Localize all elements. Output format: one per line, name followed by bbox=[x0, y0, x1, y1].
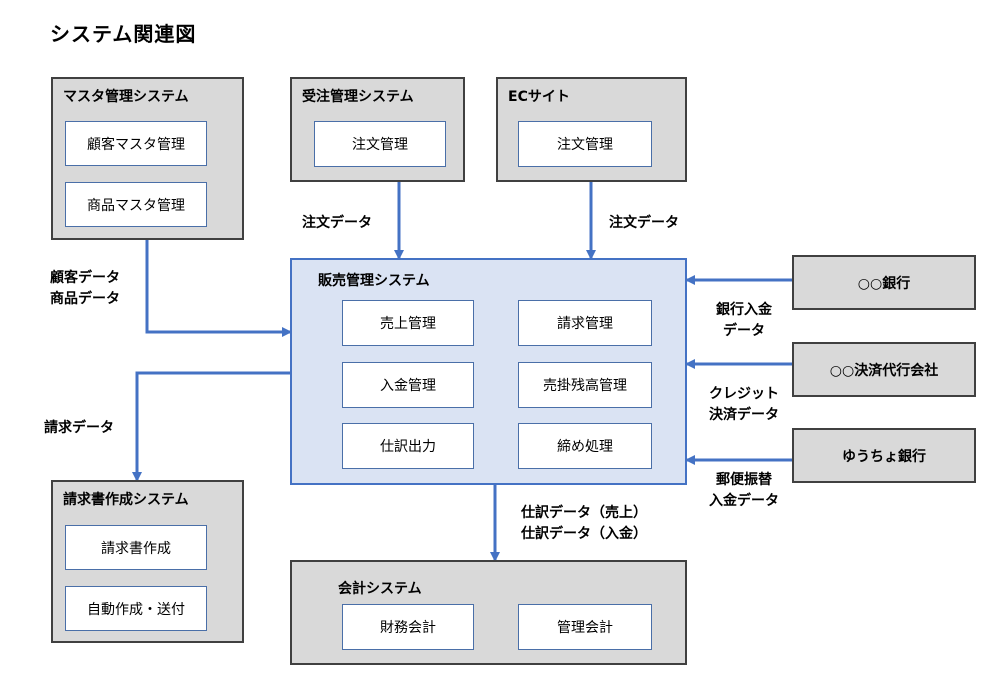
invoice-system-title: 請求書作成システム bbox=[63, 492, 189, 508]
label-product-data: 商品データ bbox=[50, 291, 120, 307]
arrow-sales-to-invoice bbox=[132, 371, 290, 482]
sales-module: 売上管理 bbox=[342, 300, 474, 346]
label-order-data-1: 注文データ bbox=[302, 215, 372, 231]
ec-site-order-module: 注文管理 bbox=[518, 121, 652, 167]
deposit-module: 入金管理 bbox=[342, 362, 474, 408]
label-customer-product-data: 顧客データ 商品データ bbox=[50, 268, 120, 310]
label-customer-data: 顧客データ bbox=[50, 270, 120, 286]
auto-create-send-module: 自動作成・送付 bbox=[65, 586, 207, 631]
label-credit-line1: クレジット bbox=[709, 386, 779, 402]
bank1-box: ○○銀行 bbox=[792, 255, 976, 310]
sales-system-title: 販売管理システム bbox=[318, 273, 430, 289]
sales-system: 販売管理システム 売上管理 請求管理 入金管理 売掛残高管理 仕訳出力 締め処理 bbox=[290, 258, 687, 485]
order-system-title: 受注管理システム bbox=[302, 89, 414, 105]
journal-output-module: 仕訳出力 bbox=[342, 423, 474, 469]
order-system: 受注管理システム 注文管理 bbox=[290, 77, 465, 182]
label-billing-data: 請求データ bbox=[44, 420, 114, 436]
yucho-bank-box: ゆうちょ銀行 bbox=[792, 428, 976, 483]
label-order-data-2: 注文データ bbox=[609, 215, 679, 231]
label-journal-deposit: 仕訳データ（入金） bbox=[521, 526, 647, 542]
customer-master-module: 顧客マスタ管理 bbox=[65, 121, 207, 166]
label-credit-line2: 決済データ bbox=[709, 407, 779, 423]
closing-module: 締め処理 bbox=[518, 423, 652, 469]
yucho-bank-title: ゆうちょ銀行 bbox=[842, 448, 926, 465]
payment-agency-title: ○○決済代行会社 bbox=[829, 362, 939, 379]
label-credit-settlement-data: クレジット 決済データ bbox=[700, 384, 788, 426]
label-bank-deposit-line2: データ bbox=[723, 323, 765, 339]
payment-agency-box: ○○決済代行会社 bbox=[792, 342, 976, 397]
receivable-balance-module: 売掛残高管理 bbox=[518, 362, 652, 408]
invoice-creation-module: 請求書作成 bbox=[65, 525, 207, 570]
label-journal-data: 仕訳データ（売上） 仕訳データ（入金） bbox=[521, 503, 647, 545]
financial-accounting-module: 財務会計 bbox=[342, 604, 474, 650]
billing-module: 請求管理 bbox=[518, 300, 652, 346]
master-system-title: マスタ管理システム bbox=[63, 89, 189, 105]
invoice-system: 請求書作成システム 請求書作成 自動作成・送付 bbox=[51, 480, 244, 643]
master-system: マスタ管理システム 顧客マスタ管理 商品マスタ管理 bbox=[51, 77, 244, 240]
label-postal-line2: 入金データ bbox=[709, 493, 779, 509]
label-bank-deposit-line1: 銀行入金 bbox=[716, 302, 772, 318]
ec-site-title: ECサイト bbox=[508, 89, 570, 105]
order-system-order-module: 注文管理 bbox=[314, 121, 446, 167]
accounting-system: 会計システム 財務会計 管理会計 bbox=[290, 560, 687, 665]
label-postal-line1: 郵便振替 bbox=[716, 472, 772, 488]
bank1-title: ○○銀行 bbox=[857, 275, 911, 292]
label-postal-transfer-data: 郵便振替 入金データ bbox=[700, 470, 788, 512]
product-master-module: 商品マスタ管理 bbox=[65, 182, 207, 227]
label-bank-deposit-data: 銀行入金 データ bbox=[700, 300, 788, 342]
ec-site: ECサイト 注文管理 bbox=[496, 77, 687, 182]
accounting-system-title: 会計システム bbox=[338, 581, 422, 597]
diagram-title: システム関連図 bbox=[50, 22, 197, 46]
arrow-master-to-sales bbox=[145, 240, 292, 337]
management-accounting-module: 管理会計 bbox=[518, 604, 652, 650]
label-journal-sales: 仕訳データ（売上） bbox=[521, 505, 647, 521]
